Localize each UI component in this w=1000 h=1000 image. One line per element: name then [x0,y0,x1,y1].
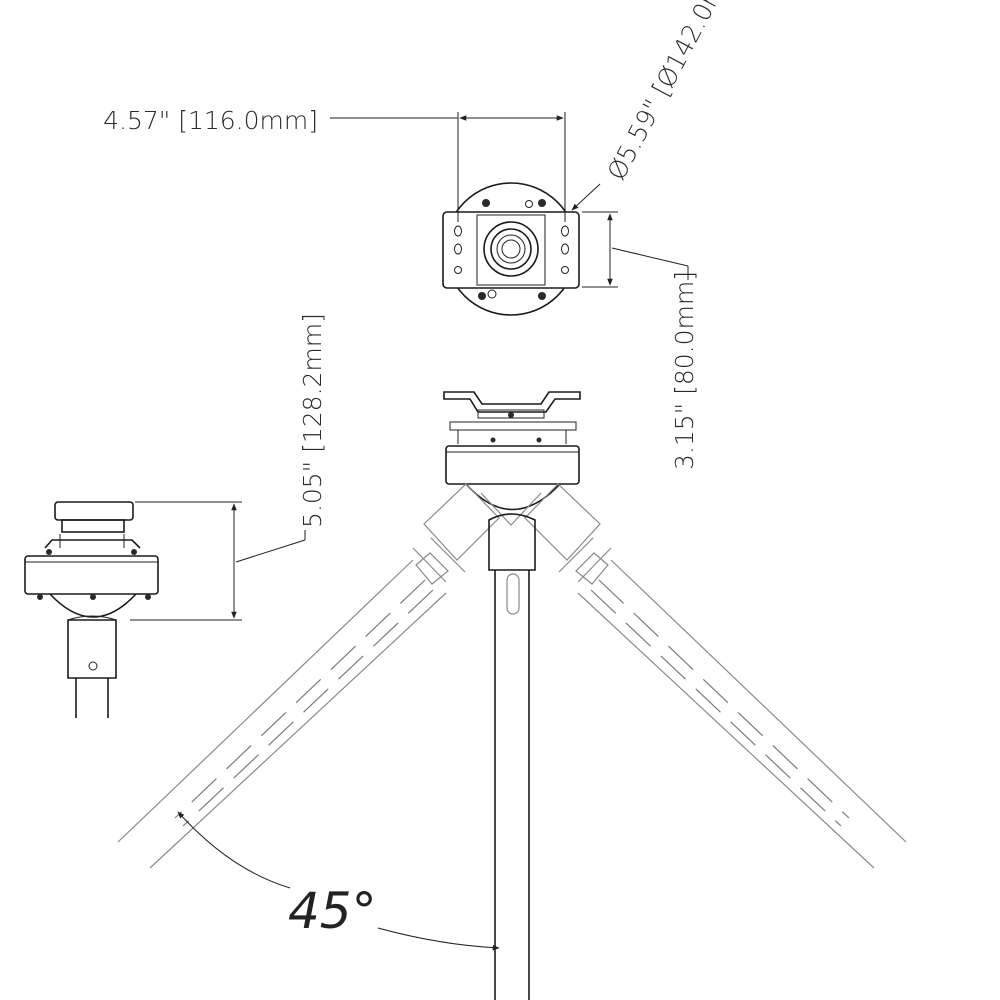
front-tube-socket [488,513,536,571]
side-top-block [54,501,134,521]
bolt-top-right [538,199,546,207]
side-body [24,555,159,595]
center-ring-outer [483,221,539,277]
side-height-dimension: 5.05" [128.2mm] [130,313,327,621]
hole-left-bottom [454,266,462,274]
front-body [445,445,580,485]
bolt-bottom-left-outline [487,289,497,299]
top-view [442,182,580,316]
front-bracket [443,391,581,413]
slot-left-top [454,225,462,237]
slot-left-mid [454,243,462,255]
side-tube-socket [67,619,117,679]
diameter-dimension-label: Ø5.59" [Ø142.0mm] [602,0,747,185]
width-dimension-label: 4.57" [116.0mm] [103,106,318,135]
angle-dimension: 45° [177,811,500,951]
bolt-top-outline [525,200,533,208]
ghost-arm-right [524,483,907,869]
center-ring-mid [490,228,532,270]
angle-label: 45° [288,882,377,940]
plate-inner-frame [476,214,546,286]
front-view [117,391,907,1000]
side-view [24,501,159,718]
side-neck [61,519,125,533]
side-ball [49,593,137,618]
slot-right-mid [561,243,569,255]
height-dimension: 3.15" [80.0mm] [582,211,699,470]
center-hole [501,239,521,259]
bolt-bottom-left [478,292,486,300]
slot-right-top [561,225,569,237]
diameter-dimension: Ø5.59" [Ø142.0mm] [571,0,747,211]
width-dimension: 4.57" [116.0mm] [103,106,566,222]
bolt-bottom-right [538,292,546,300]
bolt-top-left [482,199,490,207]
height-dimension-label: 3.15" [80.0mm] [670,271,699,470]
front-flange [449,421,577,431]
ghost-arm-left [117,483,500,869]
side-height-dimension-label: 5.05" [128.2mm] [298,313,327,528]
hole-right-bottom [561,266,569,274]
center-ring-inner [496,234,526,264]
